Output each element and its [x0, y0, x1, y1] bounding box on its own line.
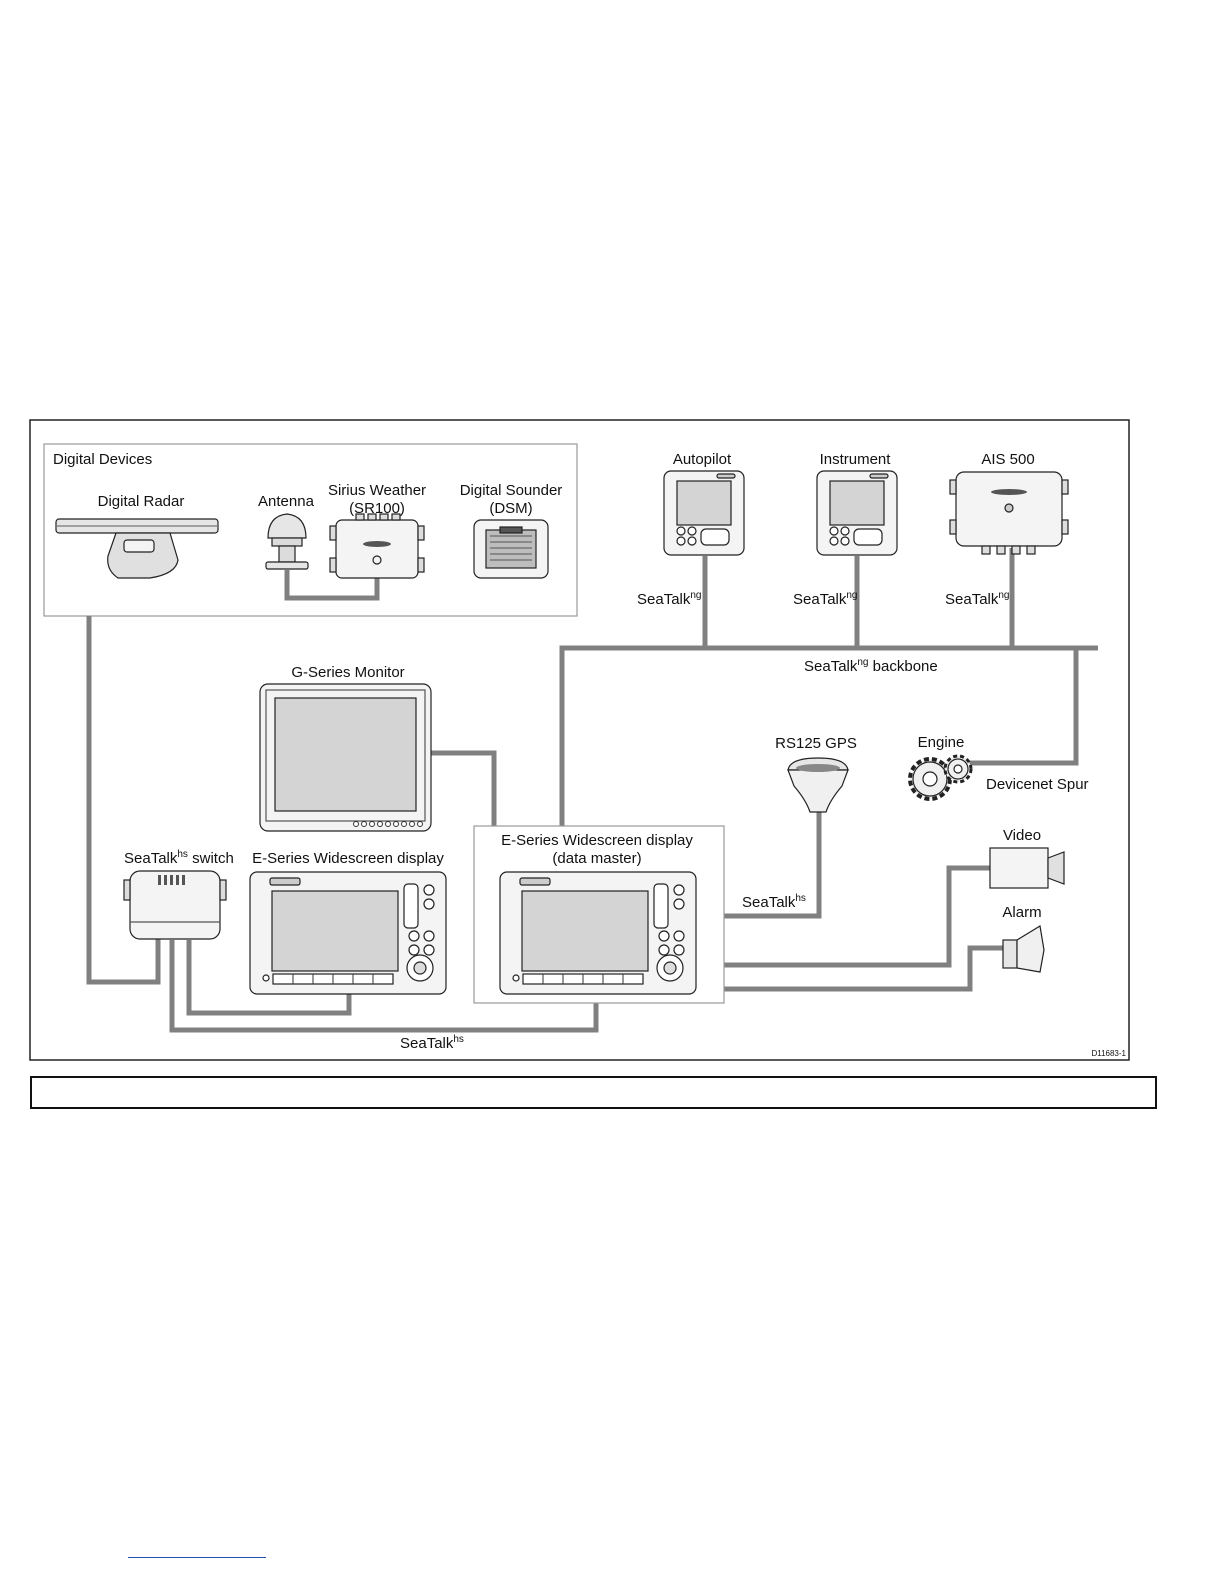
digital-devices-group — [43, 443, 578, 617]
chartplotter-master-icon — [499, 871, 697, 995]
autopilot-controller-icon — [663, 470, 745, 556]
label-sirius-line1: Sirius Weather — [328, 482, 426, 499]
cable-antenna-sirius — [284, 570, 380, 601]
caption-box — [30, 1076, 1157, 1109]
cable-devicenet-spur — [968, 648, 1079, 766]
label-video: Video — [1003, 827, 1041, 844]
ais-transceiver-icon — [949, 471, 1069, 555]
sounder-module-icon — [473, 519, 549, 579]
label-seatalk-hs-switch: SeaTalkhs switch — [124, 849, 234, 867]
instrument-display-icon — [816, 470, 898, 556]
label-seatalk-ng-autopilot: SeaTalkng — [637, 590, 702, 608]
label-seatalk-hs-bottom: SeaTalkhs — [400, 1034, 464, 1052]
label-g-series-monitor: G-Series Monitor — [291, 664, 404, 681]
cable-monitor-master — [431, 750, 497, 826]
label-e-series-display: E-Series Widescreen display — [252, 850, 444, 867]
cable-gps-master — [724, 810, 822, 919]
engine-gears-icon — [908, 754, 973, 801]
label-ais: AIS 500 — [981, 451, 1034, 468]
alarm-horn-icon — [1002, 925, 1045, 973]
label-sirius-line2: (SR100) — [349, 500, 405, 517]
label-rs125-gps: RS125 GPS — [775, 735, 857, 752]
cable-switch-eseries — [186, 940, 352, 1016]
label-e-series-master-line2: (data master) — [552, 850, 641, 867]
label-seatalk-hs-gps: SeaTalkhs — [742, 893, 806, 911]
video-camera-icon — [989, 847, 1065, 889]
monitor-icon — [259, 683, 432, 832]
label-sounder-line1: Digital Sounder — [460, 482, 563, 499]
diagram-frame — [29, 419, 1130, 1061]
gps-antenna-icon — [787, 757, 849, 813]
label-e-series-master-line1: E-Series Widescreen display — [501, 832, 693, 849]
network-switch-icon — [123, 870, 227, 940]
label-seatalk-ng-ais: SeaTalkng — [945, 590, 1010, 608]
label-digital-devices: Digital Devices — [53, 451, 152, 468]
cable-switch-master — [169, 940, 599, 1033]
label-engine: Engine — [918, 734, 965, 751]
cable-video — [724, 865, 990, 968]
label-digital-radar: Digital Radar — [98, 493, 185, 510]
label-seatalk-ng-backbone: SeaTalkng backbone — [804, 657, 938, 675]
label-seatalk-ng-instrument: SeaTalkng — [793, 590, 858, 608]
chartplotter-icon — [249, 871, 447, 995]
cable-backbone — [559, 645, 1098, 858]
label-sounder-line2: (DSM) — [489, 500, 532, 517]
footer-link-rule — [128, 1557, 266, 1558]
antenna-icon — [265, 513, 309, 570]
cable-alarm — [724, 945, 1003, 992]
labels: Digital Devices Digital Radar Antenna Si… — [53, 451, 1127, 1058]
cables — [86, 548, 1098, 1033]
radar-icon — [55, 518, 219, 579]
label-devicenet-spur: Devicenet Spur — [986, 776, 1089, 793]
label-autopilot: Autopilot — [673, 451, 732, 468]
label-alarm: Alarm — [1002, 904, 1041, 921]
weather-receiver-icon — [329, 513, 425, 579]
figure-id: D11683-1 — [1091, 1049, 1126, 1058]
label-instrument: Instrument — [820, 451, 892, 468]
cable-radar-switch — [86, 616, 161, 985]
label-antenna: Antenna — [258, 493, 315, 510]
